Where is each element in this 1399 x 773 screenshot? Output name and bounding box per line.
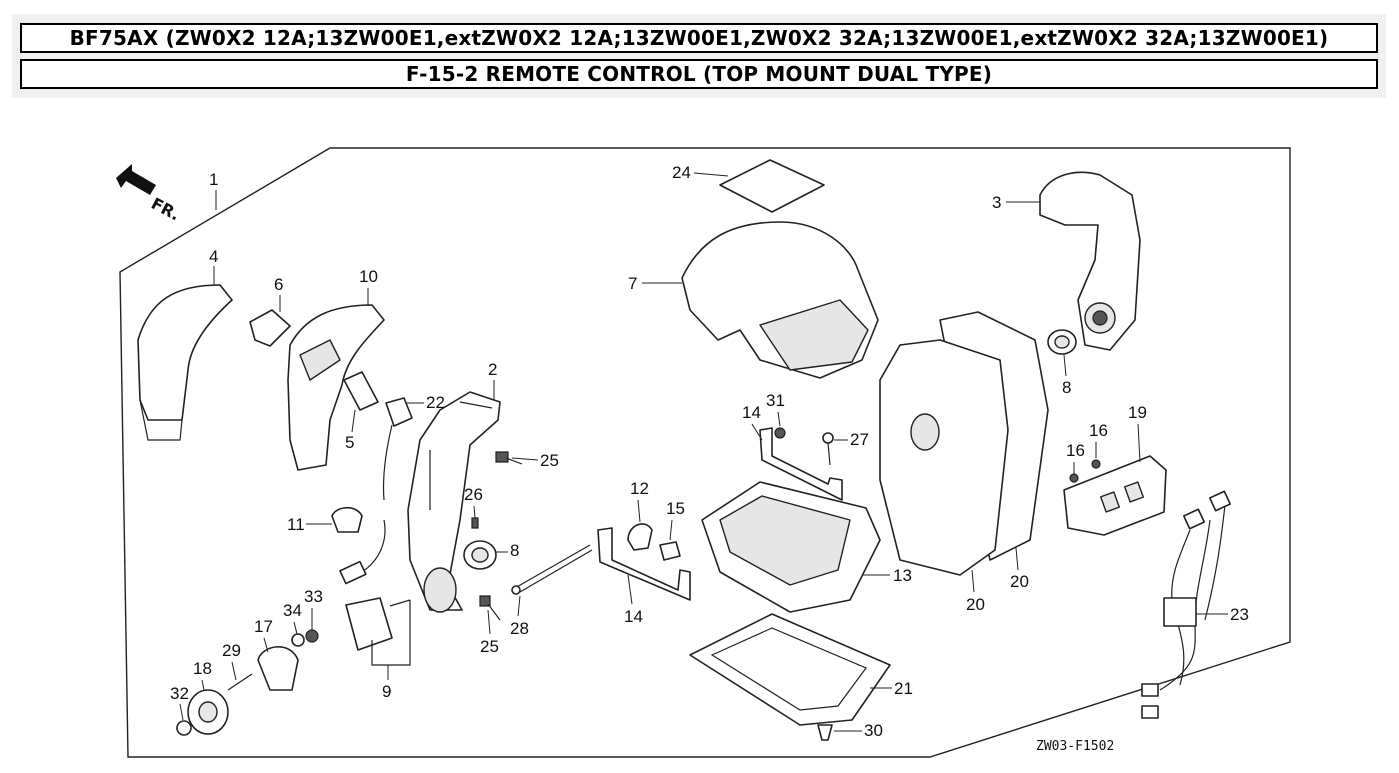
callout-20: 20 (966, 595, 985, 614)
callout-19: 19 (1128, 403, 1147, 422)
callout-22: 22 (426, 393, 445, 412)
callout-15: 15 (666, 499, 685, 518)
callout-26: 26 (464, 485, 483, 504)
part-16-nut (1091, 459, 1101, 469)
callout-18: 18 (193, 659, 212, 678)
drawing-code: ZW03-F1502 (1036, 739, 1114, 754)
part-34-washer (291, 633, 305, 647)
part-22-switch (339, 397, 413, 585)
callout-25-lower: 25 (480, 637, 499, 656)
callout-8-right: 8 (1062, 378, 1071, 397)
callout-2: 2 (488, 360, 497, 379)
callout-20-rear: 20 (1010, 572, 1029, 591)
callout-21: 21 (894, 679, 913, 698)
part-15-clip (659, 541, 681, 561)
fr-label: FR. (148, 194, 183, 225)
part-5-switch-plate (343, 371, 379, 411)
part-29-bolt (227, 673, 253, 691)
part-18-pulley (187, 689, 229, 735)
part-9-cover-plate (345, 597, 411, 666)
callout-16: 16 (1089, 421, 1108, 440)
callout-10: 10 (359, 267, 378, 286)
part-7-top-cover (681, 221, 879, 379)
part-13-base-housing (701, 481, 881, 613)
part-14-bracket-lower (597, 527, 691, 601)
part-25-bolt (495, 451, 523, 465)
part-14-bracket-upper (759, 427, 843, 501)
section-title: F-15-2 REMOTE CONTROL (TOP MOUNT DUAL TY… (20, 59, 1378, 89)
part-27-screw (822, 432, 834, 466)
part-16-nut-lower (1069, 473, 1079, 483)
callout-32: 32 (170, 684, 189, 703)
callout-8: 8 (510, 541, 519, 560)
callout-17: 17 (254, 617, 273, 636)
callout-14: 14 (624, 607, 643, 626)
callout-9: 9 (382, 682, 391, 701)
callout-24: 24 (672, 163, 691, 182)
callout-1: 1 (209, 170, 218, 189)
callout-4: 4 (209, 247, 218, 266)
callout-16-lower: 16 (1066, 441, 1085, 460)
part-21-gasket (689, 613, 891, 726)
callout-13: 13 (893, 566, 912, 585)
part-25-bolt-lower (479, 595, 501, 621)
callout-6: 6 (274, 275, 283, 294)
part-11-clamp (331, 506, 363, 533)
part-2-control-housing (407, 391, 501, 613)
callout-25: 25 (540, 451, 559, 470)
part-4-handle-cover (137, 284, 233, 441)
part-24-label-sheet (719, 159, 825, 213)
part-28-long-bolt (511, 544, 593, 595)
part-30-screw (817, 724, 833, 741)
callout-27: 27 (850, 430, 869, 449)
callout-12: 12 (630, 479, 649, 498)
model-title: BF75AX (ZW0X2 12A;13ZW00E1,extZW0X2 12A;… (20, 23, 1378, 53)
part-20-side-cover-front (879, 339, 1009, 576)
callout-30: 30 (864, 721, 883, 740)
part-8-collar (463, 540, 497, 570)
part-10-handle-cover (287, 304, 385, 471)
callout-14-upper: 14 (742, 403, 761, 422)
part-12-clip (627, 523, 653, 551)
callout-34: 34 (283, 601, 302, 620)
part-26-pin (471, 517, 479, 529)
callout-7: 7 (628, 274, 637, 293)
assembly-frame (119, 147, 1291, 758)
part-32-nut (176, 720, 192, 736)
front-direction-arrow: FR. (116, 164, 183, 224)
callout-23: 23 (1230, 605, 1249, 624)
callout-11: 11 (287, 515, 305, 534)
callout-3: 3 (992, 193, 1001, 212)
callout-28: 28 (510, 619, 529, 638)
part-3-control-lever (1039, 171, 1141, 351)
part-8-collar-right (1047, 329, 1077, 355)
part-6-button (249, 309, 291, 347)
part-19-switch-panel (1063, 455, 1167, 536)
part-23-wire-harness (1141, 490, 1232, 719)
part-31-nut (774, 427, 786, 439)
callouts: 1 2 3 4 5 6 7 8 8 9 10 11 12 13 14 14 15… (170, 163, 1249, 740)
callout-5: 5 (345, 433, 354, 452)
callout-33: 33 (304, 587, 323, 606)
part-33-nut (305, 629, 319, 643)
callout-31: 31 (766, 391, 785, 410)
header-band: BF75AX (ZW0X2 12A;13ZW00E1,extZW0X2 12A;… (12, 14, 1386, 98)
callout-29: 29 (222, 641, 241, 660)
part-17-friction-plate (257, 646, 299, 691)
